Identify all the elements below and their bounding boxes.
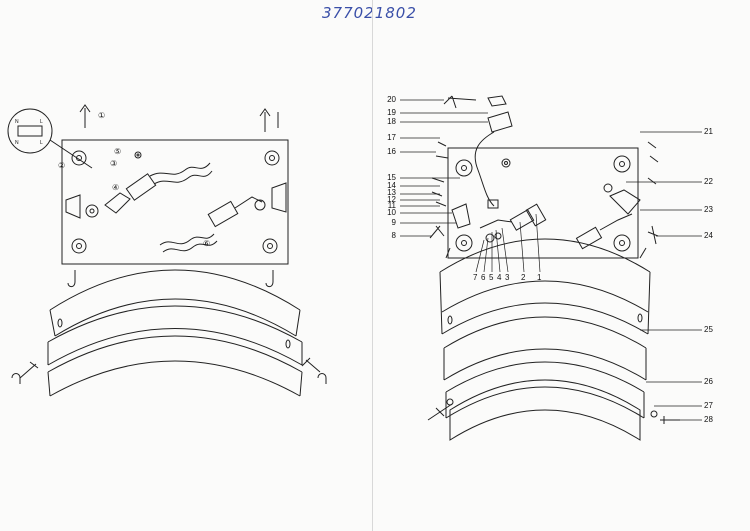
callout-3: ③	[110, 159, 118, 168]
left-side-screws	[11, 357, 327, 384]
callout-4: ④	[112, 183, 120, 192]
callout-18: 18	[387, 117, 396, 126]
right-wiring	[443, 95, 513, 229]
callout-1-right: 1	[537, 273, 542, 282]
callout-6-right: 6	[481, 273, 486, 282]
connector-mark-l-bottom: L	[40, 140, 43, 146]
left-brackets	[65, 182, 287, 219]
callout-8: 8	[391, 231, 396, 240]
right-side-screws	[427, 398, 680, 424]
callout-11: 11	[387, 201, 396, 210]
callout-9: 9	[391, 218, 396, 227]
callout-19: 19	[387, 108, 396, 117]
left-connector-detail	[7, 108, 93, 169]
left-socket-lower	[159, 196, 263, 253]
callout-5-right: 5	[489, 273, 494, 282]
callout-14: 14	[387, 181, 396, 190]
callout-1: ①	[98, 111, 106, 120]
callout-25: 25	[704, 325, 713, 334]
callout-17: 17	[387, 133, 396, 142]
left-top-anchors	[79, 104, 279, 132]
callout-27: 27	[704, 401, 713, 410]
right-socket-side	[575, 183, 641, 250]
document-number: 377021802	[322, 4, 417, 22]
callout-12: 12	[387, 195, 396, 204]
connector-mark-l-top: L	[40, 119, 43, 125]
left-hooks	[67, 270, 274, 288]
callout-13: 13	[387, 188, 396, 197]
callout-4-right: 4	[497, 273, 502, 282]
callout-20: 20	[387, 95, 396, 104]
callout-26: 26	[704, 377, 713, 386]
callout-5: ⑤	[114, 147, 122, 156]
right-shade-stack	[439, 238, 651, 441]
right-socket-center	[479, 203, 547, 243]
callout-24: 24	[704, 231, 713, 240]
callout-2-right: 2	[521, 273, 526, 282]
left-shade-stack	[47, 269, 303, 397]
callout-16: 16	[387, 147, 396, 156]
page-fold-line	[372, 0, 373, 531]
connector-mark-n-bottom: N	[15, 140, 19, 146]
callout-22: 22	[704, 177, 713, 186]
callout-7: 7	[473, 273, 478, 282]
callout-28: 28	[704, 415, 713, 424]
left-backplate	[61, 139, 289, 265]
callout-3-right: 3	[505, 273, 510, 282]
left-socket-upper	[104, 162, 213, 214]
callout-23: 23	[704, 205, 713, 214]
callout-2: ②	[58, 161, 66, 170]
right-leader-lines	[400, 99, 702, 421]
callout-10: 10	[387, 208, 396, 217]
callout-15: 15	[387, 173, 396, 182]
connector-mark-n-top: N	[15, 119, 19, 125]
callout-21: 21	[704, 127, 713, 136]
callout-6: ⑥	[203, 239, 211, 248]
